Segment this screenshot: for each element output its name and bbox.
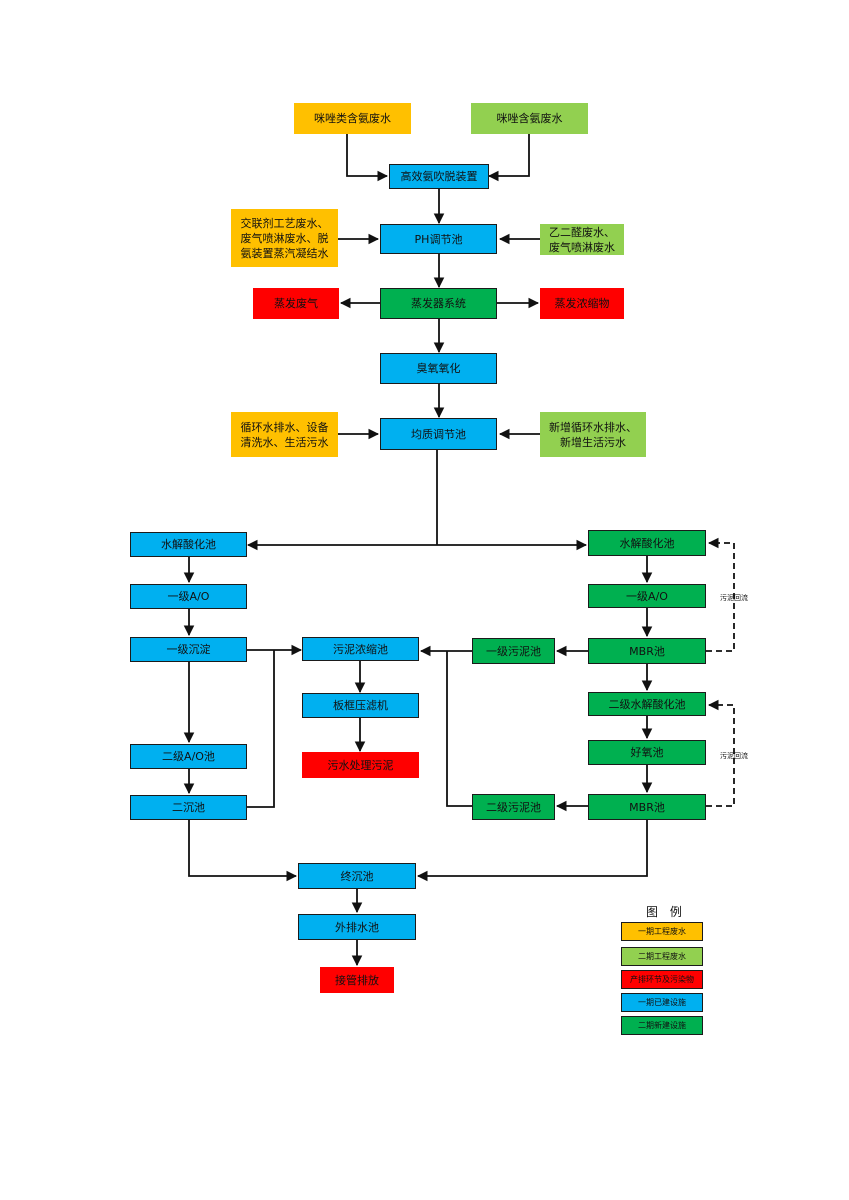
node-wastewater-sludge: 污水处理污泥: [302, 752, 419, 778]
node-sludge-thickener: 污泥浓缩池: [302, 637, 419, 661]
node-secondary-hydrolysis-acidification: 二级水解酸化池: [588, 692, 706, 716]
legend-phase1-wastewater: 一期工程废水: [621, 922, 703, 941]
node-secondary-sludge-tank: 二级污泥池: [472, 794, 555, 820]
node-evaporation-exhaust: 蒸发废气: [253, 288, 339, 319]
node-primary-sedimentation: 一级沉淀: [130, 637, 247, 662]
node-aerobic-tank: 好氧池: [588, 740, 706, 765]
legend-pollutant-sources: 产排环节及污染物: [621, 970, 703, 989]
legend-phase2-wastewater: 二期工程废水: [621, 947, 703, 966]
label-sludge-reflux-2: 污泥回流: [720, 752, 748, 760]
node-crosslinker-wastewater: 交联剂工艺废水、 废气喷淋废水、脱 氨装置蒸汽凝结水: [231, 209, 338, 267]
node-hydrolysis-acidification-right: 水解酸化池: [588, 530, 706, 556]
node-evaporation-concentrate: 蒸发浓缩物: [540, 288, 624, 319]
node-imidazole-ammonia-wastewater: 咪唑类含氨废水: [294, 103, 411, 134]
node-ao1-right: 一级A/O: [588, 584, 706, 608]
legend-phase1-facilities: 一期已建设施: [621, 993, 703, 1012]
legend-title: 图 例: [646, 905, 686, 919]
node-evaporator-system: 蒸发器系统: [380, 288, 497, 319]
node-new-circulating-water: 新增循环水排水、 新增生活污水: [540, 412, 646, 457]
node-ao2-tank-left: 二级A/O池: [130, 744, 247, 769]
node-mbr-tank-2: MBR池: [588, 794, 706, 820]
node-equalization-tank: 均质调节池: [380, 418, 497, 450]
node-secondary-clarifier: 二沉池: [130, 795, 247, 820]
node-discharge-pool: 外排水池: [298, 914, 416, 940]
node-circulating-water-discharge: 循环水排水、设备 清洗水、生活污水: [231, 412, 338, 457]
legend-phase2-facilities: 二期新建设施: [621, 1016, 703, 1035]
node-glyoxal-wastewater: 乙二醛废水、 废气喷淋废水: [540, 224, 624, 255]
node-hydrolysis-acidification-left: 水解酸化池: [130, 532, 247, 557]
node-plate-filter-press: 板框压滤机: [302, 693, 419, 718]
node-ao1-left: 一级A/O: [130, 584, 247, 609]
node-ph-adjustment-tank: PH调节池: [380, 224, 497, 254]
node-primary-sludge-tank: 一级污泥池: [472, 638, 555, 664]
node-ammonia-stripping: 高效氨吹脱装置: [389, 164, 489, 189]
node-discharge-to-sewer: 接管排放: [320, 967, 394, 993]
node-imidazole-ammonia-wastewater-2: 咪唑含氨废水: [471, 103, 588, 134]
label-sludge-reflux-1: 污泥回流: [720, 594, 748, 602]
node-ozone-oxidation: 臭氧氧化: [380, 353, 497, 384]
node-final-sedimentation: 终沉池: [298, 863, 416, 889]
node-mbr-tank-1: MBR池: [588, 638, 706, 664]
